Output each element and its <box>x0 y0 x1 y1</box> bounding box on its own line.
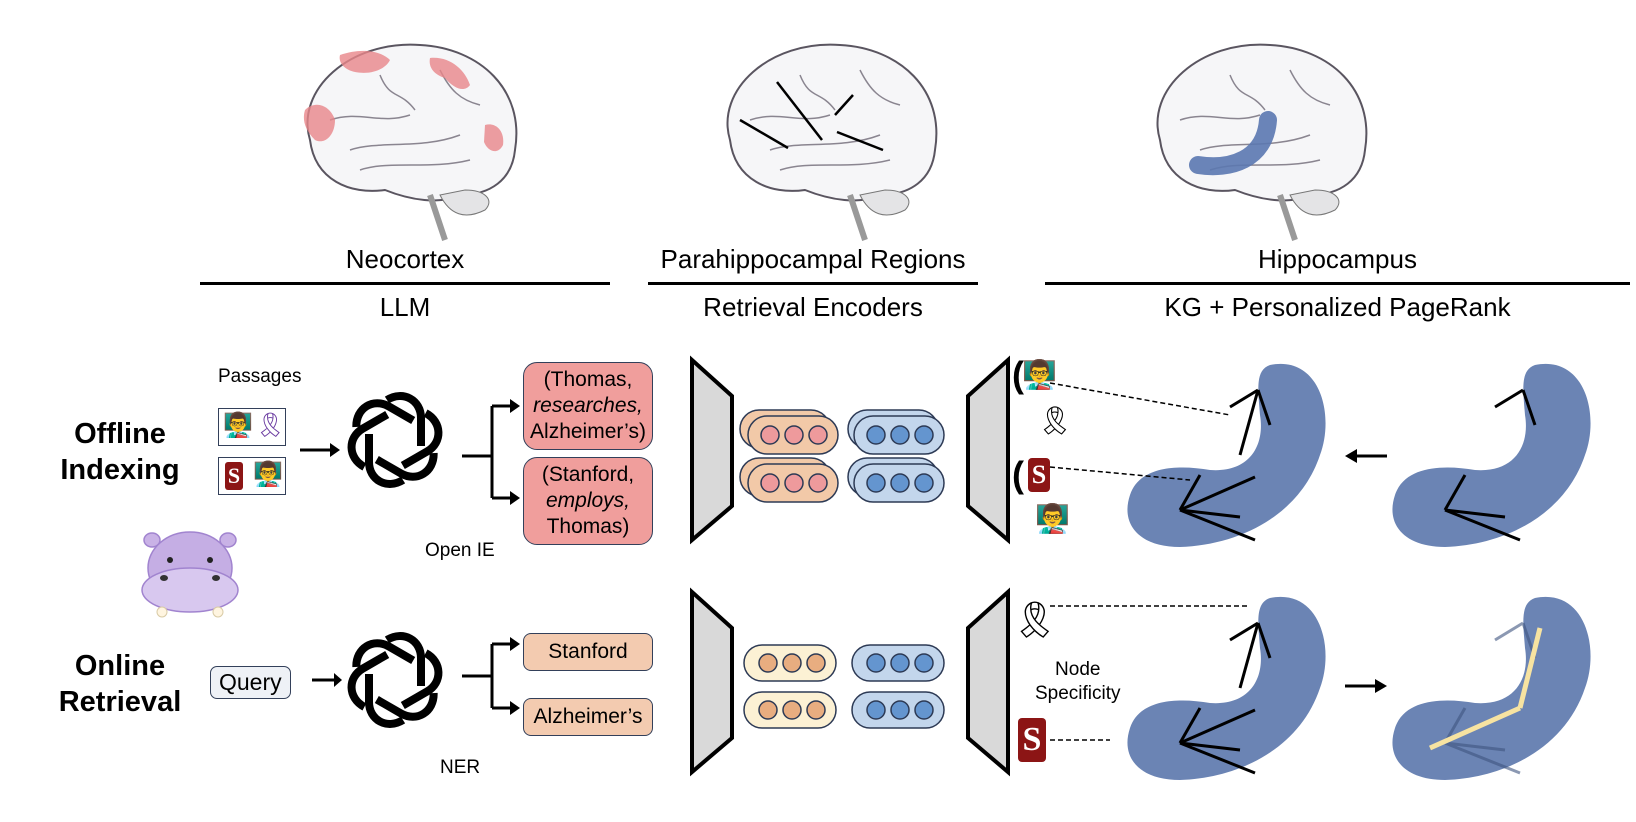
triple-2: (Stanford, employs, Thomas) <box>523 457 653 545</box>
purple-ribbon-icon: 🎗 <box>255 412 286 439</box>
triple-1: (Thomas, researches, Alzheimer’s) <box>523 362 653 450</box>
stanford-logo-icon: S <box>225 462 243 490</box>
parahippocampal-label: Parahippocampal Regions <box>660 244 966 274</box>
purple-ribbon-icon: 🎗 <box>1012 599 1058 640</box>
neocortex-region-2 <box>429 57 470 90</box>
teacher-man-icon: 👨‍🏫 <box>1022 359 1057 390</box>
left-arrow <box>1345 449 1387 463</box>
kg-offline-after <box>1392 363 1591 547</box>
kg-offline-before <box>1049 363 1326 547</box>
hippocampus-label: Hippocampus <box>1258 244 1417 274</box>
triple-open-paren: ( <box>1012 454 1024 495</box>
entity-stanford: Stanford <box>523 633 653 671</box>
passages-to-llm-arrow <box>300 443 340 457</box>
openai-llm-logo <box>347 392 443 488</box>
passage-1[interactable]: 👨‍🏫 🎗 <box>218 408 286 446</box>
neocortex-region-1 <box>339 50 390 73</box>
query-vectors-online <box>743 644 945 729</box>
kg-online-ppr <box>1392 596 1591 780</box>
teacher-man-icon: 👨‍🏫 <box>253 461 283 488</box>
ppr-path <box>1428 627 1543 751</box>
llm-to-entities-arrows <box>462 637 520 715</box>
entity-alzheimers: Alzheimer’s <box>523 698 653 736</box>
llm-to-triples-arrows <box>462 399 520 505</box>
hippocampus-divider <box>1045 282 1630 285</box>
offline-indexing-label: Offline Indexing <box>60 418 180 486</box>
neocortex-brain-illustration <box>303 43 518 241</box>
neocortex-region-4 <box>484 124 504 152</box>
triple-open-paren: ( <box>1012 354 1024 395</box>
stanford-logo-icon: S <box>1018 718 1046 762</box>
entity-vectors-offline <box>739 409 945 503</box>
connection-arrows <box>739 81 884 152</box>
kg-ppr-label: KG + Personalized PageRank <box>1164 292 1511 322</box>
open-ie-label: Open IE <box>425 540 495 561</box>
ner-label: NER <box>440 757 481 778</box>
llm-label: LLM <box>379 292 431 322</box>
teacher-man-icon: 👨‍🏫 <box>1035 503 1070 534</box>
retrieval-encoders-label: Retrieval Encoders <box>703 292 923 322</box>
teacher-man-icon: 👨‍🏫 <box>223 412 253 439</box>
kg-online-before <box>1050 596 1326 780</box>
encoder-online <box>690 587 1010 777</box>
hippocampus-region <box>1189 111 1277 176</box>
right-arrow <box>1345 679 1387 693</box>
query-to-llm-arrow <box>312 673 342 687</box>
neocortex-label: Neocortex <box>345 244 465 274</box>
parahippocampal-divider <box>648 282 978 285</box>
online-retrieval-label: Online Retrieval <box>58 650 182 718</box>
encoder-offline <box>690 355 1010 545</box>
query-box[interactable]: Query <box>210 666 291 699</box>
passages-label: Passages <box>218 366 302 387</box>
hipporag-hippo-logo <box>141 531 239 618</box>
parahippocampal-brain-illustration <box>726 43 938 241</box>
hippocampus-brain-illustration <box>1156 43 1368 241</box>
neocortex-region-3 <box>303 104 335 142</box>
node-specificity-label: Node Specificity <box>1035 659 1121 704</box>
passage-2[interactable]: S 👨‍🏫 <box>218 457 286 495</box>
openai-ner-logo <box>347 632 443 728</box>
neocortex-divider <box>200 282 610 285</box>
purple-ribbon-icon: 🎗 <box>1037 405 1073 436</box>
stanford-logo-icon: S <box>1028 458 1050 492</box>
